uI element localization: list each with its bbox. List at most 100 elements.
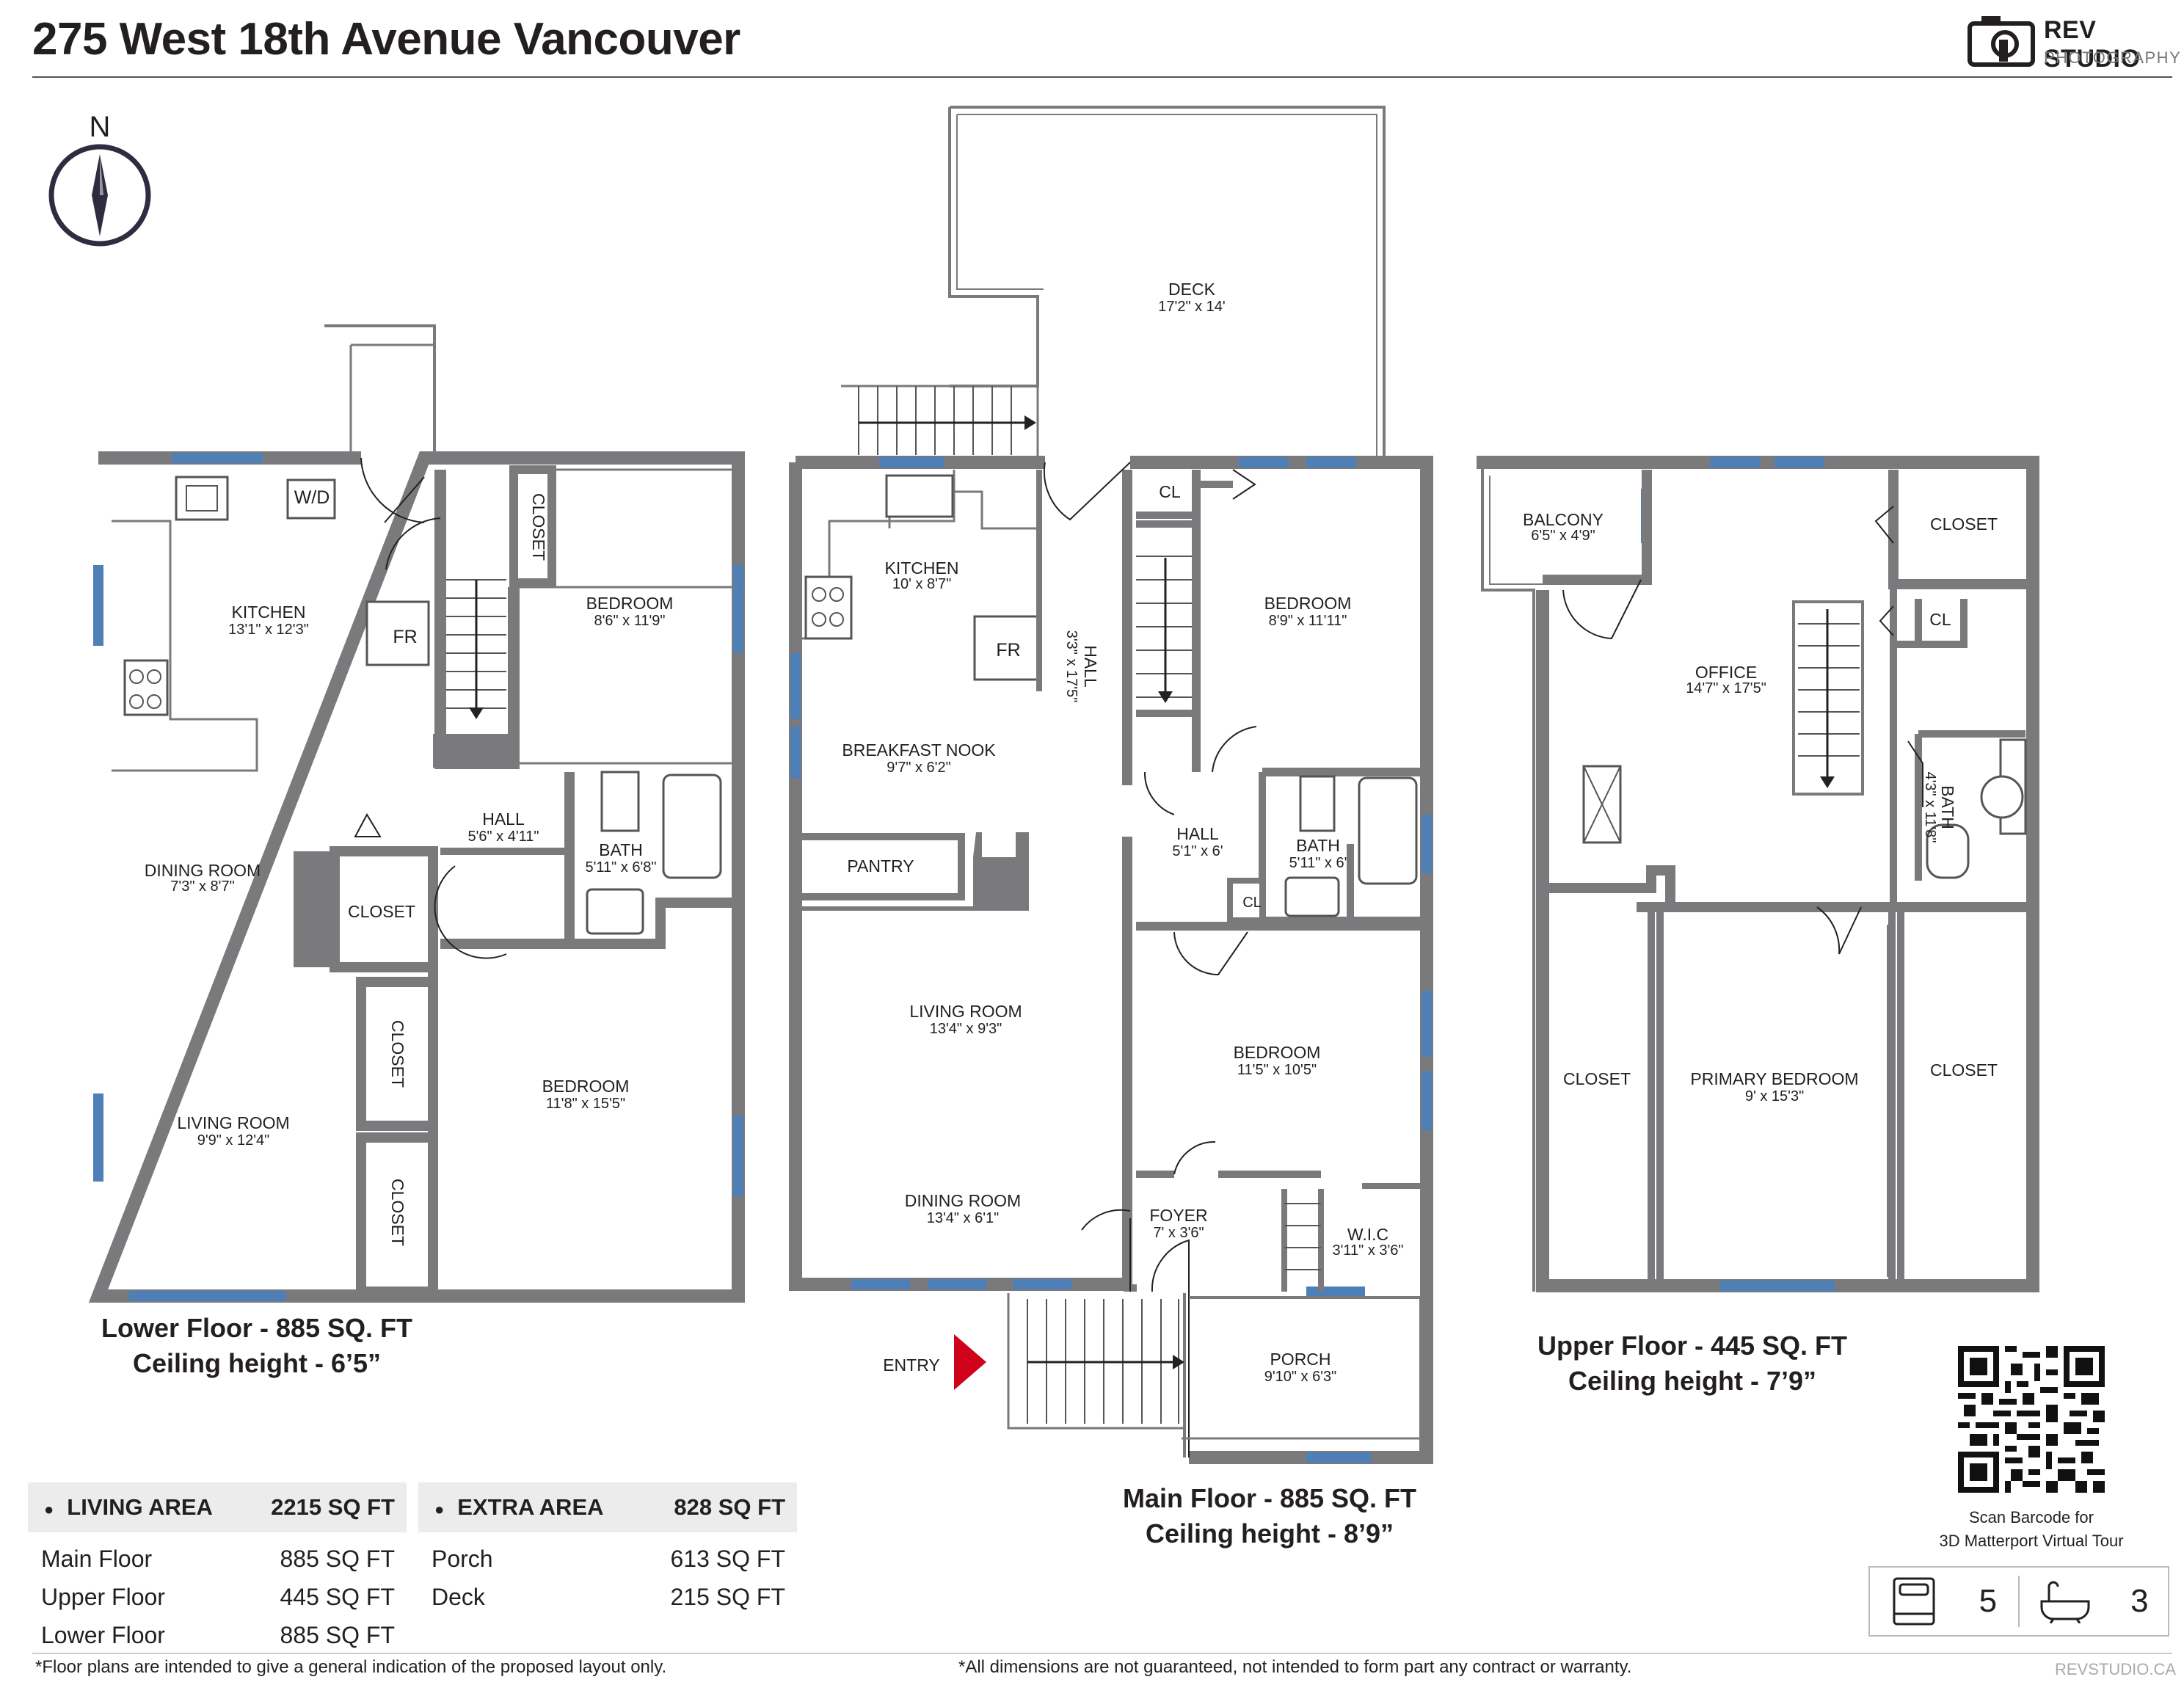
row-value: 885 SQ FT [280, 1545, 396, 1572]
lower-floor-ceiling: Ceiling height - 6’5” [132, 1348, 382, 1378]
living-area-header: ●LIVING AREA 2215 SQ FT [28, 1482, 407, 1532]
living-area-total: 2215 SQ FT [271, 1494, 395, 1520]
table-row: Main Floor 885 SQ FT [28, 1540, 407, 1578]
upper-closet-top-label: CLOSET [1930, 514, 1998, 534]
extra-area-label: EXTRA AREA [457, 1494, 604, 1520]
upper-bath-label: BATH [1938, 785, 1957, 829]
bedroom-count-value: 5 [1979, 1583, 1998, 1619]
footer-divider [32, 1653, 2172, 1654]
bathtub-icon [2040, 1581, 2090, 1623]
qr-caption-line1: Scan Barcode for [1969, 1508, 2094, 1526]
row-value: 445 SQ FT [280, 1583, 396, 1610]
row-value: 613 SQ FT [670, 1545, 786, 1572]
main-dining-label: DINING ROOM [905, 1191, 1021, 1210]
main-floor-plan [789, 106, 1433, 1464]
lower-bath-label: BATH [599, 840, 643, 859]
bedroom-count: 5 [1870, 1568, 2018, 1635]
north-compass-icon: N [48, 111, 151, 247]
lower-floor-plan [88, 324, 745, 1303]
compass-north-label: N [90, 111, 111, 143]
row-value: 215 SQ FT [670, 1583, 786, 1610]
lower-dining-dim: 7'3" x 8'7" [170, 878, 234, 895]
main-cl-top-label: CL [1159, 482, 1181, 501]
main-bath-dim: 5'11" x 6' [1289, 855, 1347, 871]
brand-name: REV STUDIO [2044, 16, 2141, 73]
lower-bedroom-bottom-dim: 11'8" x 15'5" [546, 1096, 625, 1112]
main-pantry-label: PANTRY [847, 856, 914, 876]
bed-icon [1893, 1577, 1935, 1626]
main-porch-label: PORCH [1270, 1350, 1331, 1369]
main-nook-label: BREAKFAST NOOK [842, 740, 996, 760]
upper-cl-label: CL [1929, 610, 1951, 629]
lower-wd-label: W/D [294, 487, 330, 508]
extra-area-total: 828 SQ FT [674, 1494, 785, 1520]
living-area-table: ●LIVING AREA 2215 SQ FT Main Floor 885 SQ… [28, 1482, 407, 1654]
table-row: Porch 613 SQ FT [418, 1540, 797, 1578]
main-bedroom-mid-label: BEDROOM [1234, 1043, 1321, 1062]
entry-arrow-icon [954, 1334, 986, 1390]
lower-closet-c-label: CLOSET [388, 1179, 407, 1246]
upper-floor-ceiling: Ceiling height - 7’9” [1568, 1366, 1817, 1396]
upper-closet-right-label: CLOSET [1930, 1060, 1998, 1080]
lower-closet-a-label: CLOSET [348, 902, 415, 921]
lower-closet-b-label: CLOSET [388, 1020, 407, 1088]
upper-balcony-dim: 6'5" x 4'9" [1531, 528, 1595, 544]
lower-bedroom-top-dim: 8'6" x 11'9" [594, 613, 665, 629]
lower-bedroom-bottom-label: BEDROOM [542, 1077, 630, 1096]
main-bath-label: BATH [1296, 836, 1340, 855]
bathroom-count: 3 [2020, 1568, 2168, 1635]
row-name: Porch [432, 1545, 493, 1572]
upper-floor-area: Upper Floor - 445 SQ. FT [1537, 1331, 1848, 1361]
upper-bath-dim: 4'3" x 11'8" [1922, 771, 1938, 842]
lower-hall-label: HALL [482, 809, 525, 829]
lower-fr-label: FR [393, 627, 417, 647]
lower-closet-top-label: CLOSET [529, 493, 548, 561]
qr-caption-line2: 3D Matterport Virtual Tour [1939, 1532, 2124, 1550]
lower-living-label: LIVING ROOM [177, 1113, 289, 1132]
lower-bath-dim: 5'11" x 6'8" [585, 859, 656, 876]
main-fr-label: FR [996, 640, 1020, 660]
table-row: Deck 215 SQ FT [418, 1578, 797, 1616]
brand-logo: REV STUDIO PHOTOGRAPHY [1967, 10, 2182, 73]
row-name: Upper Floor [41, 1583, 165, 1610]
lower-bedroom-top-label: BEDROOM [586, 594, 674, 613]
lower-floor-area: Lower Floor - 885 SQ. FT [101, 1313, 413, 1343]
main-nook-dim: 9'7" x 6'2" [887, 760, 950, 776]
row-name: Deck [432, 1583, 485, 1610]
main-floor-caption: Main Floor - 885 SQ. FT Ceiling height -… [1086, 1481, 1453, 1551]
qr-code-icon[interactable] [1958, 1346, 2105, 1493]
header-divider [32, 76, 2172, 78]
main-porch-dim: 9'10" x 6'3" [1264, 1369, 1337, 1385]
upper-balcony-label: BALCONY [1523, 510, 1604, 529]
main-living-dim: 13'4" x 9'3" [930, 1021, 1002, 1037]
lower-living-dim: 9'9" x 12'4" [197, 1132, 270, 1149]
main-bedroom-mid-dim: 11'5" x 10'5" [1237, 1062, 1317, 1078]
upper-office-label: OFFICE [1695, 663, 1757, 682]
row-name: Main Floor [41, 1545, 153, 1572]
main-bedroom-top-dim: 8'9" x 11'11" [1269, 613, 1347, 629]
main-dining-dim: 13'4" x 6'1" [927, 1210, 1000, 1226]
main-kitchen-dim: 10' x 8'7" [892, 576, 951, 592]
main-hall-dim: 5'1" x 6' [1172, 843, 1223, 859]
bathroom-count-value: 3 [2130, 1583, 2149, 1619]
main-foyer-dim: 7' x 3'6" [1153, 1225, 1204, 1241]
main-hall-label: HALL [1176, 824, 1219, 843]
row-name: Lower Floor [41, 1621, 165, 1648]
upper-primary-label: PRIMARY BEDROOM [1690, 1069, 1858, 1088]
page-title: 275 West 18th Avenue Vancouver [32, 14, 740, 65]
brand-subtitle: PHOTOGRAPHY [2044, 48, 2182, 67]
footer-website-link[interactable]: REVSTUDIO.CA [2055, 1660, 2177, 1678]
upper-floor-plan [1477, 456, 2039, 1292]
main-living-label: LIVING ROOM [909, 1002, 1022, 1021]
main-bedroom-top-label: BEDROOM [1264, 594, 1352, 613]
upper-closet-left-label: CLOSET [1563, 1069, 1631, 1088]
upper-floor-caption: Upper Floor - 445 SQ. FT Ceiling height … [1509, 1328, 1876, 1399]
lower-hall-dim: 5'6" x 4'11" [467, 829, 539, 845]
main-wic-dim: 3'11" x 3'6" [1332, 1242, 1403, 1259]
main-entry-label: ENTRY [883, 1355, 940, 1375]
upper-primary-dim: 9' x 15'3" [1745, 1088, 1804, 1104]
main-floor-area: Main Floor - 885 SQ. FT [1122, 1483, 1417, 1513]
